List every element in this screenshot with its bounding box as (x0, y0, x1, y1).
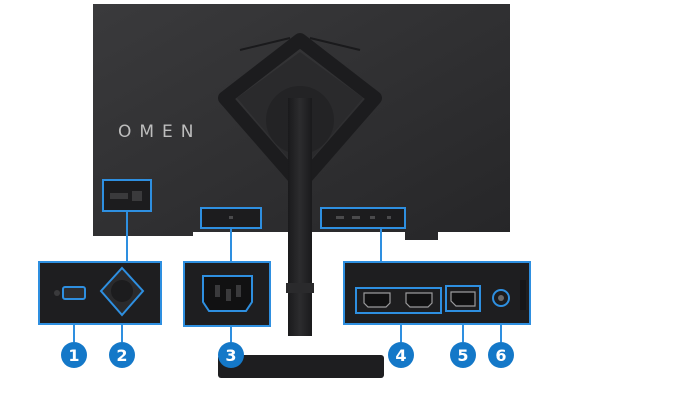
omen-logo: OMEN (118, 122, 202, 142)
callout-3: 3 (218, 342, 244, 368)
zoom-panel-power (183, 261, 271, 327)
callout-3-number: 3 (225, 346, 236, 365)
callout-2: 2 (109, 342, 135, 368)
zoom-panel-ports (343, 261, 531, 325)
vent-grille (239, 37, 361, 51)
power-button (62, 286, 86, 300)
stand-neck (288, 98, 312, 336)
callout-6-number: 6 (495, 346, 506, 365)
hdmi-port-1 (363, 292, 391, 308)
stand (218, 98, 384, 378)
power-led (54, 290, 60, 296)
callout-5-number: 5 (457, 346, 468, 365)
callout-2-number: 2 (116, 346, 127, 365)
hdmi-group-highlight (355, 287, 442, 314)
callout-1: 1 (61, 342, 87, 368)
stand-base (218, 355, 384, 378)
displayport-port (450, 291, 476, 307)
displayport-highlight (445, 285, 481, 312)
body-port-strip-right (320, 207, 406, 229)
zoom-panel-controls (38, 261, 162, 325)
callout-4-number: 4 (395, 346, 406, 365)
callout-1-number: 1 (68, 346, 79, 365)
hdmi-port-2 (405, 292, 433, 308)
callout-5: 5 (450, 342, 476, 368)
callout-4: 4 (388, 342, 414, 368)
callout-6: 6 (488, 342, 514, 368)
